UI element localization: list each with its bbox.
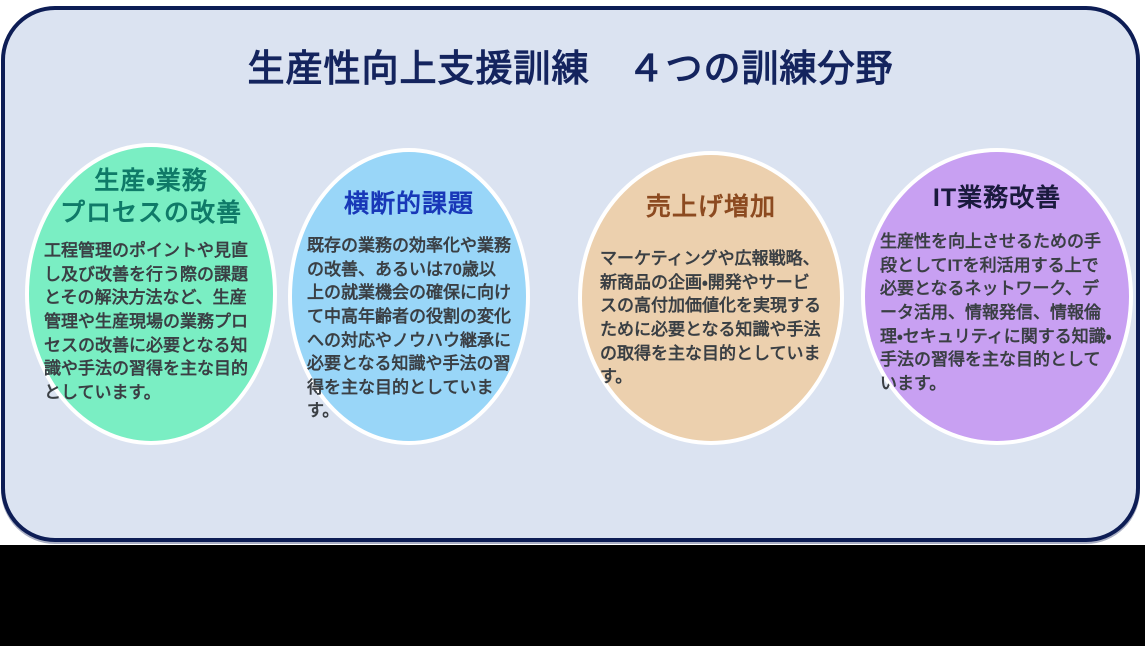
circle-description: 工程管理のポイントや見直し及び改善を行う際の課題とその解決方法など、生産管理や生…	[44, 241, 248, 402]
circle-production-business-process: 生産・業務 プロセスの改善 工程管理のポイントや見直し及び改善を行う際の課題とそ…	[25, 143, 277, 445]
circle-description: マーケティングや広報戦略、新商品の企画・開発やサービスの高付加価値化を実現するた…	[600, 249, 821, 387]
circle-description: 生産性を向上させるための手段としてITを利活用する上で必要となるネットワーク、デ…	[880, 232, 1112, 393]
circle-title: 横断的課題	[343, 190, 474, 218]
circle-title: 生産・業務 プロセスの改善	[59, 167, 242, 227]
diagram-card: 生産性向上支援訓練 ４つの訓練分野 生産・業務 プロセスの改善 工程管理のポイン…	[1, 6, 1140, 542]
circle-sales-increase: 売上げ増加 マーケティングや広報戦略、新商品の企画・開発やサービスの高付加価値化…	[578, 151, 844, 445]
bottom-black-band	[0, 545, 1145, 646]
circle-cross-cutting-issues: 横断的課題 既存の業務の効率化や業務の改善、あるいは70歳以上の就業機会の確保に…	[288, 148, 530, 445]
diagram-title: 生産性向上支援訓練 ４つの訓練分野	[247, 48, 894, 89]
circle-title: IT業務改善	[932, 184, 1062, 212]
circle-it-business-improvement: IT業務改善 生産性を向上させるための手段としてITを利活用する上で必要となるネ…	[861, 148, 1133, 445]
circle-title: 売上げ増加	[645, 193, 776, 221]
circle-description: 既存の業務の効率化や業務の改善、あるいは70歳以上の就業機会の確保に向けて中高年…	[307, 236, 511, 421]
